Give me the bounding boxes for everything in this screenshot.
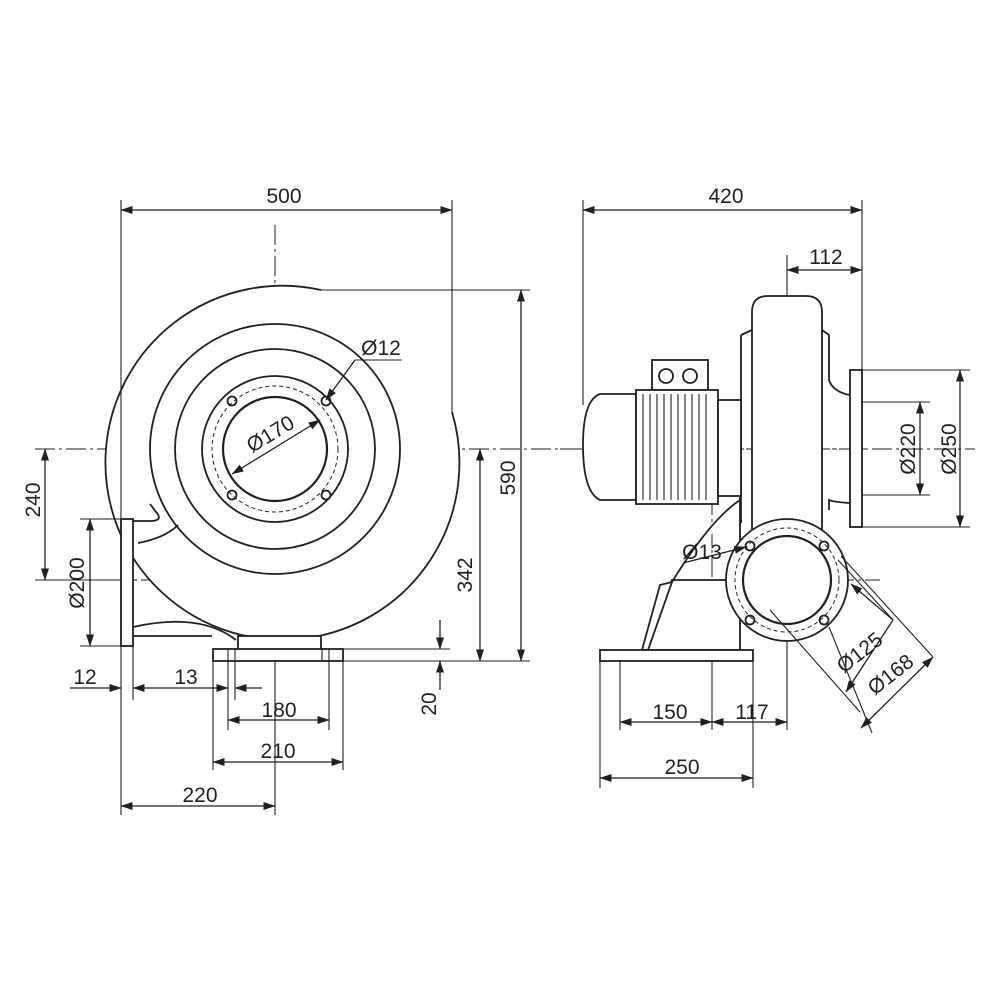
outlet-flange [120, 518, 134, 647]
front-view: 500 590 342 240 Ø200 20 12 13 180 210 22… [22, 185, 975, 815]
dim-210: 210 [260, 740, 295, 763]
fan-housing [751, 295, 823, 531]
dim-112: 112 [809, 246, 842, 269]
dim-420: 420 [708, 185, 743, 208]
dim-150: 150 [652, 701, 687, 724]
dim-250: 250 [664, 756, 699, 779]
mounting-foot [212, 635, 344, 662]
electric-motor [582, 359, 742, 505]
outlet-duct-top [137, 524, 179, 544]
dim-220: 220 [182, 784, 217, 807]
inlet-flange [849, 369, 863, 528]
inlet-rings [149, 323, 401, 575]
dim-outlet-hole: Ø13 [682, 541, 722, 564]
dim-bolt-hole: Ø12 [361, 337, 401, 360]
dim-180: 180 [261, 699, 296, 722]
dim-117: 117 [735, 701, 768, 724]
dim-240: 240 [22, 482, 45, 517]
outlet-flange-side [725, 518, 849, 642]
volute-lower-curve [132, 620, 237, 641]
dim-342: 342 [454, 557, 477, 592]
volute-housing [104, 284, 461, 641]
dim-590: 590 [497, 460, 520, 495]
dim-outlet-diameter: Ø200 [66, 557, 89, 608]
side-dimensions [582, 206, 964, 782]
dim-12: 12 [73, 666, 96, 689]
dim-500: 500 [266, 185, 301, 208]
dim-inlet-flange-diameter: Ø250 [938, 423, 961, 474]
dim-20: 20 [418, 692, 441, 715]
front-dimensions [41, 206, 525, 810]
side-view: 420 112 Ø250 Ø220 Ø13 Ø125 Ø168 150 117 … [560, 185, 970, 788]
dim-inlet-diameter: Ø220 [897, 423, 920, 474]
base-plate [599, 649, 754, 662]
dim-13: 13 [174, 666, 197, 689]
